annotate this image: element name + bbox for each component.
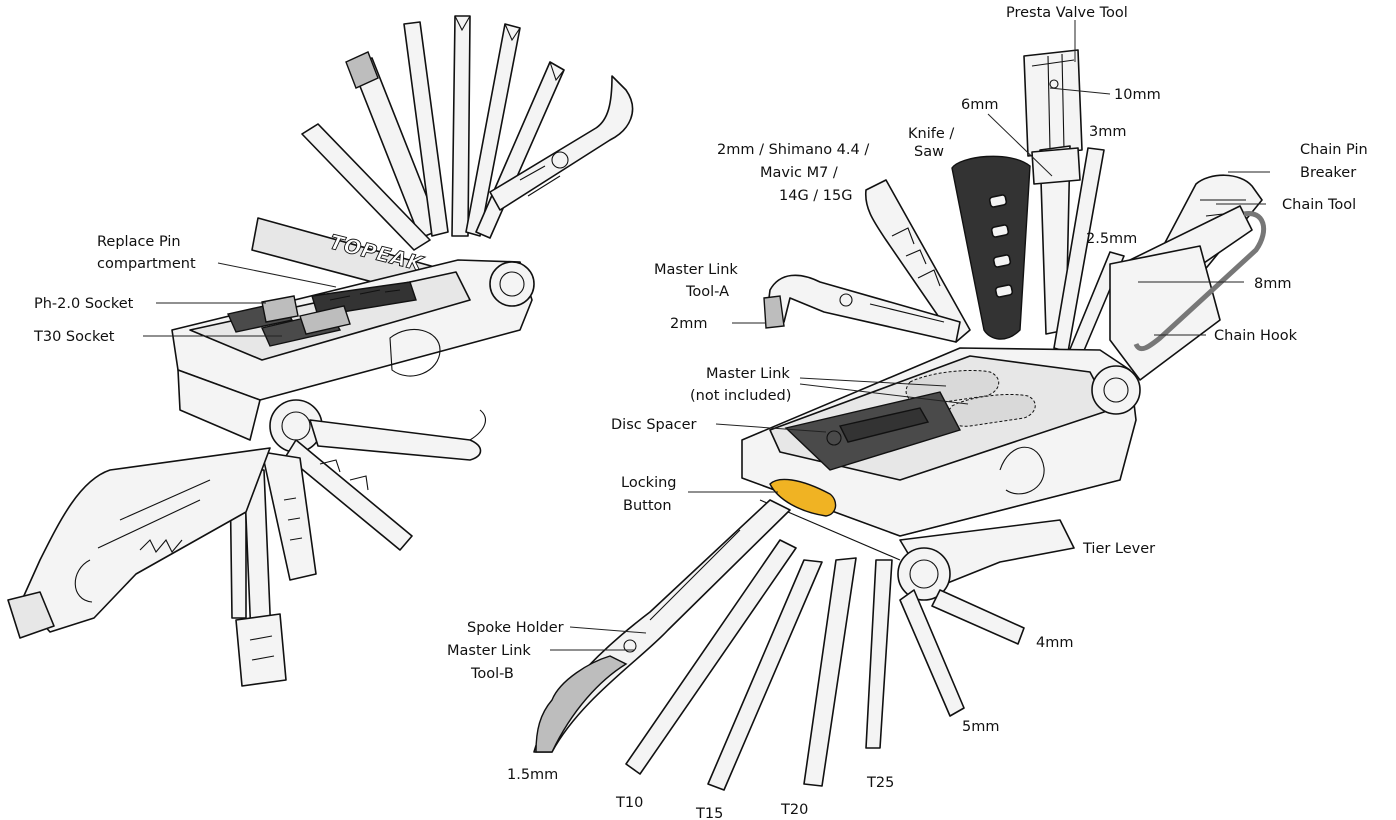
label-t30-socket: T30 Socket <box>33 329 115 345</box>
label-chain-pin-breaker-line1: Chain Pin <box>1300 142 1368 158</box>
label-locking-line1: Locking <box>621 475 677 491</box>
label-chain-pin-breaker-line2: Breaker <box>1300 165 1356 181</box>
label-master-link-b-line2: Tool-B <box>470 666 514 682</box>
label-6mm: 6mm <box>961 97 998 113</box>
label-4mm: 4mm <box>1036 635 1073 651</box>
label-master-link-a-line2: Tool-A <box>685 284 729 300</box>
label-spoke-wrench-line1: 2mm / Shimano 4.4 / <box>717 142 869 158</box>
knife-saw <box>952 156 1030 339</box>
label-t10: T10 <box>615 795 643 811</box>
t25-bit <box>866 560 892 748</box>
label-2-5mm: 2.5mm <box>1086 231 1137 247</box>
label-locking-line2: Button <box>623 498 672 514</box>
label-master-link-b-line1: Master Link <box>447 643 531 659</box>
label-spoke-wrench-line3: 14G / 15G <box>779 188 852 204</box>
label-master-link-line1: Master Link <box>706 366 790 382</box>
label-replace-pin-line1: Replace Pin <box>97 234 181 250</box>
label-2mm: 2mm <box>670 316 707 332</box>
label-spoke-holder: Spoke Holder <box>467 620 564 636</box>
t15-bit <box>708 560 822 790</box>
t20-bit <box>804 558 856 786</box>
label-t25: T25 <box>866 775 894 791</box>
label-knife-line1: Knife / <box>908 126 954 142</box>
label-3mm: 3mm <box>1089 124 1126 140</box>
label-master-link-line2: (not included) <box>690 388 791 404</box>
label-chain-hook: Chain Hook <box>1214 328 1298 344</box>
label-tire-lever: Tier Lever <box>1082 541 1155 557</box>
left-labels: Replace Pin compartment Ph-2.0 Socket T3… <box>33 234 196 345</box>
label-1-5mm: 1.5mm <box>507 767 558 783</box>
label-spoke-wrench-line2: Mavic M7 / <box>760 165 838 181</box>
label-replace-pin-line2: compartment <box>97 256 196 272</box>
label-10mm: 10mm <box>1114 87 1161 103</box>
left-top-bits <box>302 16 633 250</box>
label-presta-valve-tool: Presta Valve Tool <box>1006 5 1128 21</box>
label-5mm: 5mm <box>962 719 999 735</box>
label-8mm: 8mm <box>1254 276 1291 292</box>
label-chain-tool: Chain Tool <box>1282 197 1356 213</box>
left-tool-illustration: TOPEAK <box>8 16 633 686</box>
label-disc-spacer: Disc Spacer <box>611 417 697 433</box>
label-ph-socket: Ph-2.0 Socket <box>34 296 134 312</box>
label-t20: T20 <box>780 802 808 818</box>
label-knife-line2: Saw <box>914 144 944 160</box>
label-t15: T15 <box>695 806 723 820</box>
label-master-link-a-line1: Master Link <box>654 262 738 278</box>
